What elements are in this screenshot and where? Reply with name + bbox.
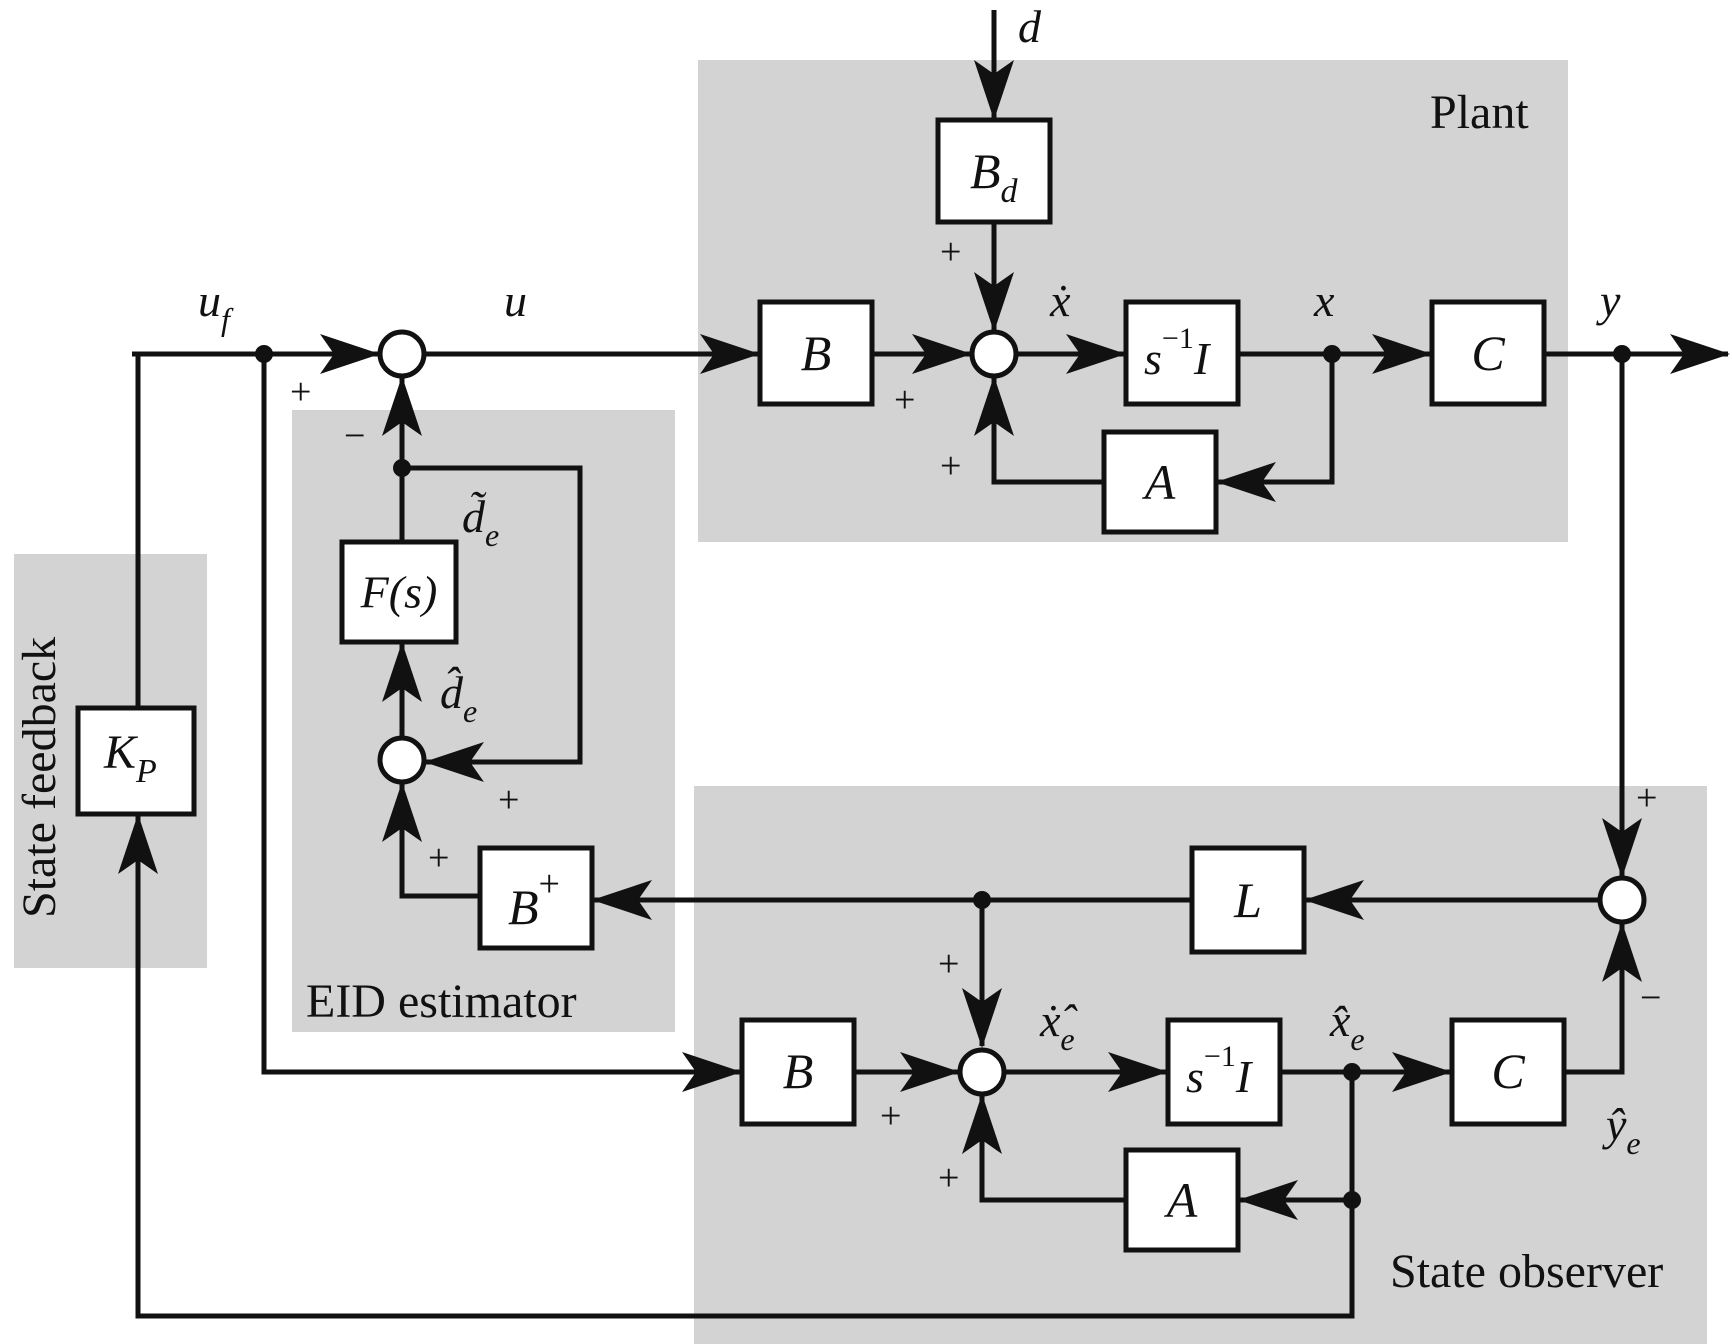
signal-y: y bbox=[1596, 275, 1621, 326]
junction-x bbox=[1323, 345, 1341, 363]
block-plant-bd-sub: d bbox=[1001, 173, 1019, 210]
signal-xe-dot: ẋ̂e bbox=[1039, 995, 1078, 1057]
block-obs-l-label: L bbox=[1233, 872, 1262, 928]
block-bplus: B+ bbox=[477, 845, 595, 951]
wire-xe-to-kp bbox=[118, 814, 1355, 1319]
sign-sum1-fs-minus: − bbox=[344, 415, 365, 457]
junction-l-output bbox=[973, 891, 991, 909]
block-plant-int-exp: −1 bbox=[1162, 322, 1194, 355]
junction-y bbox=[1613, 345, 1631, 363]
block-bplus-base: B bbox=[508, 879, 539, 935]
block-plant-int-s: s bbox=[1144, 333, 1162, 384]
sign-obs-sum-l-plus: + bbox=[938, 943, 959, 985]
signal-xe-hat: x̂e bbox=[1329, 995, 1365, 1057]
block-obs-int-s: s bbox=[1186, 1051, 1204, 1102]
wire-obs-a-to-sum bbox=[962, 1094, 1124, 1203]
junction-xe bbox=[1343, 1063, 1361, 1081]
block-plant-int-i: I bbox=[1193, 333, 1212, 384]
wire-x-to-plant-a bbox=[1216, 354, 1335, 502]
block-plant-a: A bbox=[1101, 429, 1219, 535]
signal-ye-hat: ŷe bbox=[1602, 1099, 1641, 1161]
state-feedback-label: State feedback bbox=[13, 637, 66, 918]
sign-obs-sum-a-plus: + bbox=[938, 1157, 959, 1199]
sign-sum2-a-plus: + bbox=[940, 445, 961, 487]
plant-region-label: Plant bbox=[1430, 86, 1529, 139]
signal-d-tilde: d̃e bbox=[462, 491, 499, 553]
block-plant-bd-base: B bbox=[970, 143, 1001, 199]
svg-text:Bd: Bd bbox=[970, 143, 1019, 210]
sum-observer-state bbox=[957, 1047, 1007, 1097]
sign-sum2-b-plus: + bbox=[894, 379, 915, 421]
sum-disturbance-estimate bbox=[377, 735, 427, 785]
signal-u: u bbox=[504, 275, 527, 326]
svg-text:s−1I: s−1I bbox=[1144, 322, 1212, 384]
sum-control-input bbox=[377, 329, 427, 379]
sum-plant-state bbox=[969, 329, 1019, 379]
sum-output-error bbox=[1597, 875, 1647, 925]
block-plant-b: B bbox=[757, 299, 875, 407]
block-bplus-sup: + bbox=[539, 863, 560, 905]
block-plant-b-label: B bbox=[801, 325, 832, 381]
block-obs-b: B bbox=[739, 1017, 857, 1127]
sign-sum-d-feedback-plus: + bbox=[498, 779, 519, 821]
block-fs-label: F(s) bbox=[360, 567, 438, 618]
sign-obs-sum-b-plus: + bbox=[880, 1095, 901, 1137]
sign-sum1-uf-plus: + bbox=[290, 371, 311, 413]
wire-dtilde-feedback bbox=[402, 465, 583, 782]
signal-d: d bbox=[1018, 1, 1042, 52]
wire-ye-to-error-sum bbox=[1566, 922, 1642, 1075]
state-observer-label: State observer bbox=[1390, 1245, 1663, 1298]
block-obs-int-i: I bbox=[1235, 1051, 1254, 1102]
signal-d-hat: d̂e bbox=[440, 667, 477, 729]
block-obs-a-label: A bbox=[1164, 1172, 1198, 1228]
block-plant-c: C bbox=[1429, 299, 1547, 407]
junction-xe-lower bbox=[1343, 1191, 1361, 1209]
junction-uf bbox=[255, 345, 273, 363]
sign-error-y-plus: + bbox=[1636, 777, 1657, 819]
block-fs: F(s) bbox=[339, 539, 459, 645]
wire-bplus-to-sum-d bbox=[382, 782, 478, 899]
block-plant-a-label: A bbox=[1142, 454, 1176, 510]
block-plant-c-label: C bbox=[1471, 325, 1505, 381]
block-kp-sub: P bbox=[135, 753, 157, 790]
block-obs-int-exp: −1 bbox=[1204, 1040, 1236, 1073]
signal-x: x bbox=[1313, 275, 1335, 326]
block-plant-bd: Bd bbox=[935, 117, 1053, 225]
block-kp-base: K bbox=[103, 726, 139, 779]
sign-sum2-bd-plus: + bbox=[940, 231, 961, 273]
wire-plant-a-to-sum2 bbox=[974, 376, 1102, 485]
junction-dtilde bbox=[393, 459, 411, 477]
block-obs-b-label: B bbox=[783, 1043, 814, 1099]
wire-kp-to-uf bbox=[135, 351, 160, 706]
block-obs-c: C bbox=[1449, 1017, 1567, 1127]
svg-text:s−1I: s−1I bbox=[1186, 1040, 1254, 1102]
block-obs-l: L bbox=[1189, 845, 1307, 955]
block-obs-c-label: C bbox=[1491, 1043, 1525, 1099]
signal-x-dot: ẋ bbox=[1049, 275, 1071, 326]
wire-uf-to-obs-b bbox=[261, 354, 742, 1092]
block-kp: KP bbox=[75, 705, 197, 817]
svg-text:B+: B+ bbox=[508, 863, 560, 935]
block-obs-a: A bbox=[1123, 1147, 1241, 1253]
sign-error-ye-minus: − bbox=[1640, 977, 1661, 1019]
eid-estimator-label: EID estimator bbox=[306, 975, 577, 1028]
sign-sum-d-bplus-plus: + bbox=[428, 837, 449, 879]
svg-text:KP: KP bbox=[103, 726, 157, 790]
block-obs-integrator: s−1I bbox=[1165, 1017, 1283, 1127]
block-plant-integrator: s−1I bbox=[1123, 299, 1241, 407]
signal-uf: uf bbox=[198, 275, 234, 337]
